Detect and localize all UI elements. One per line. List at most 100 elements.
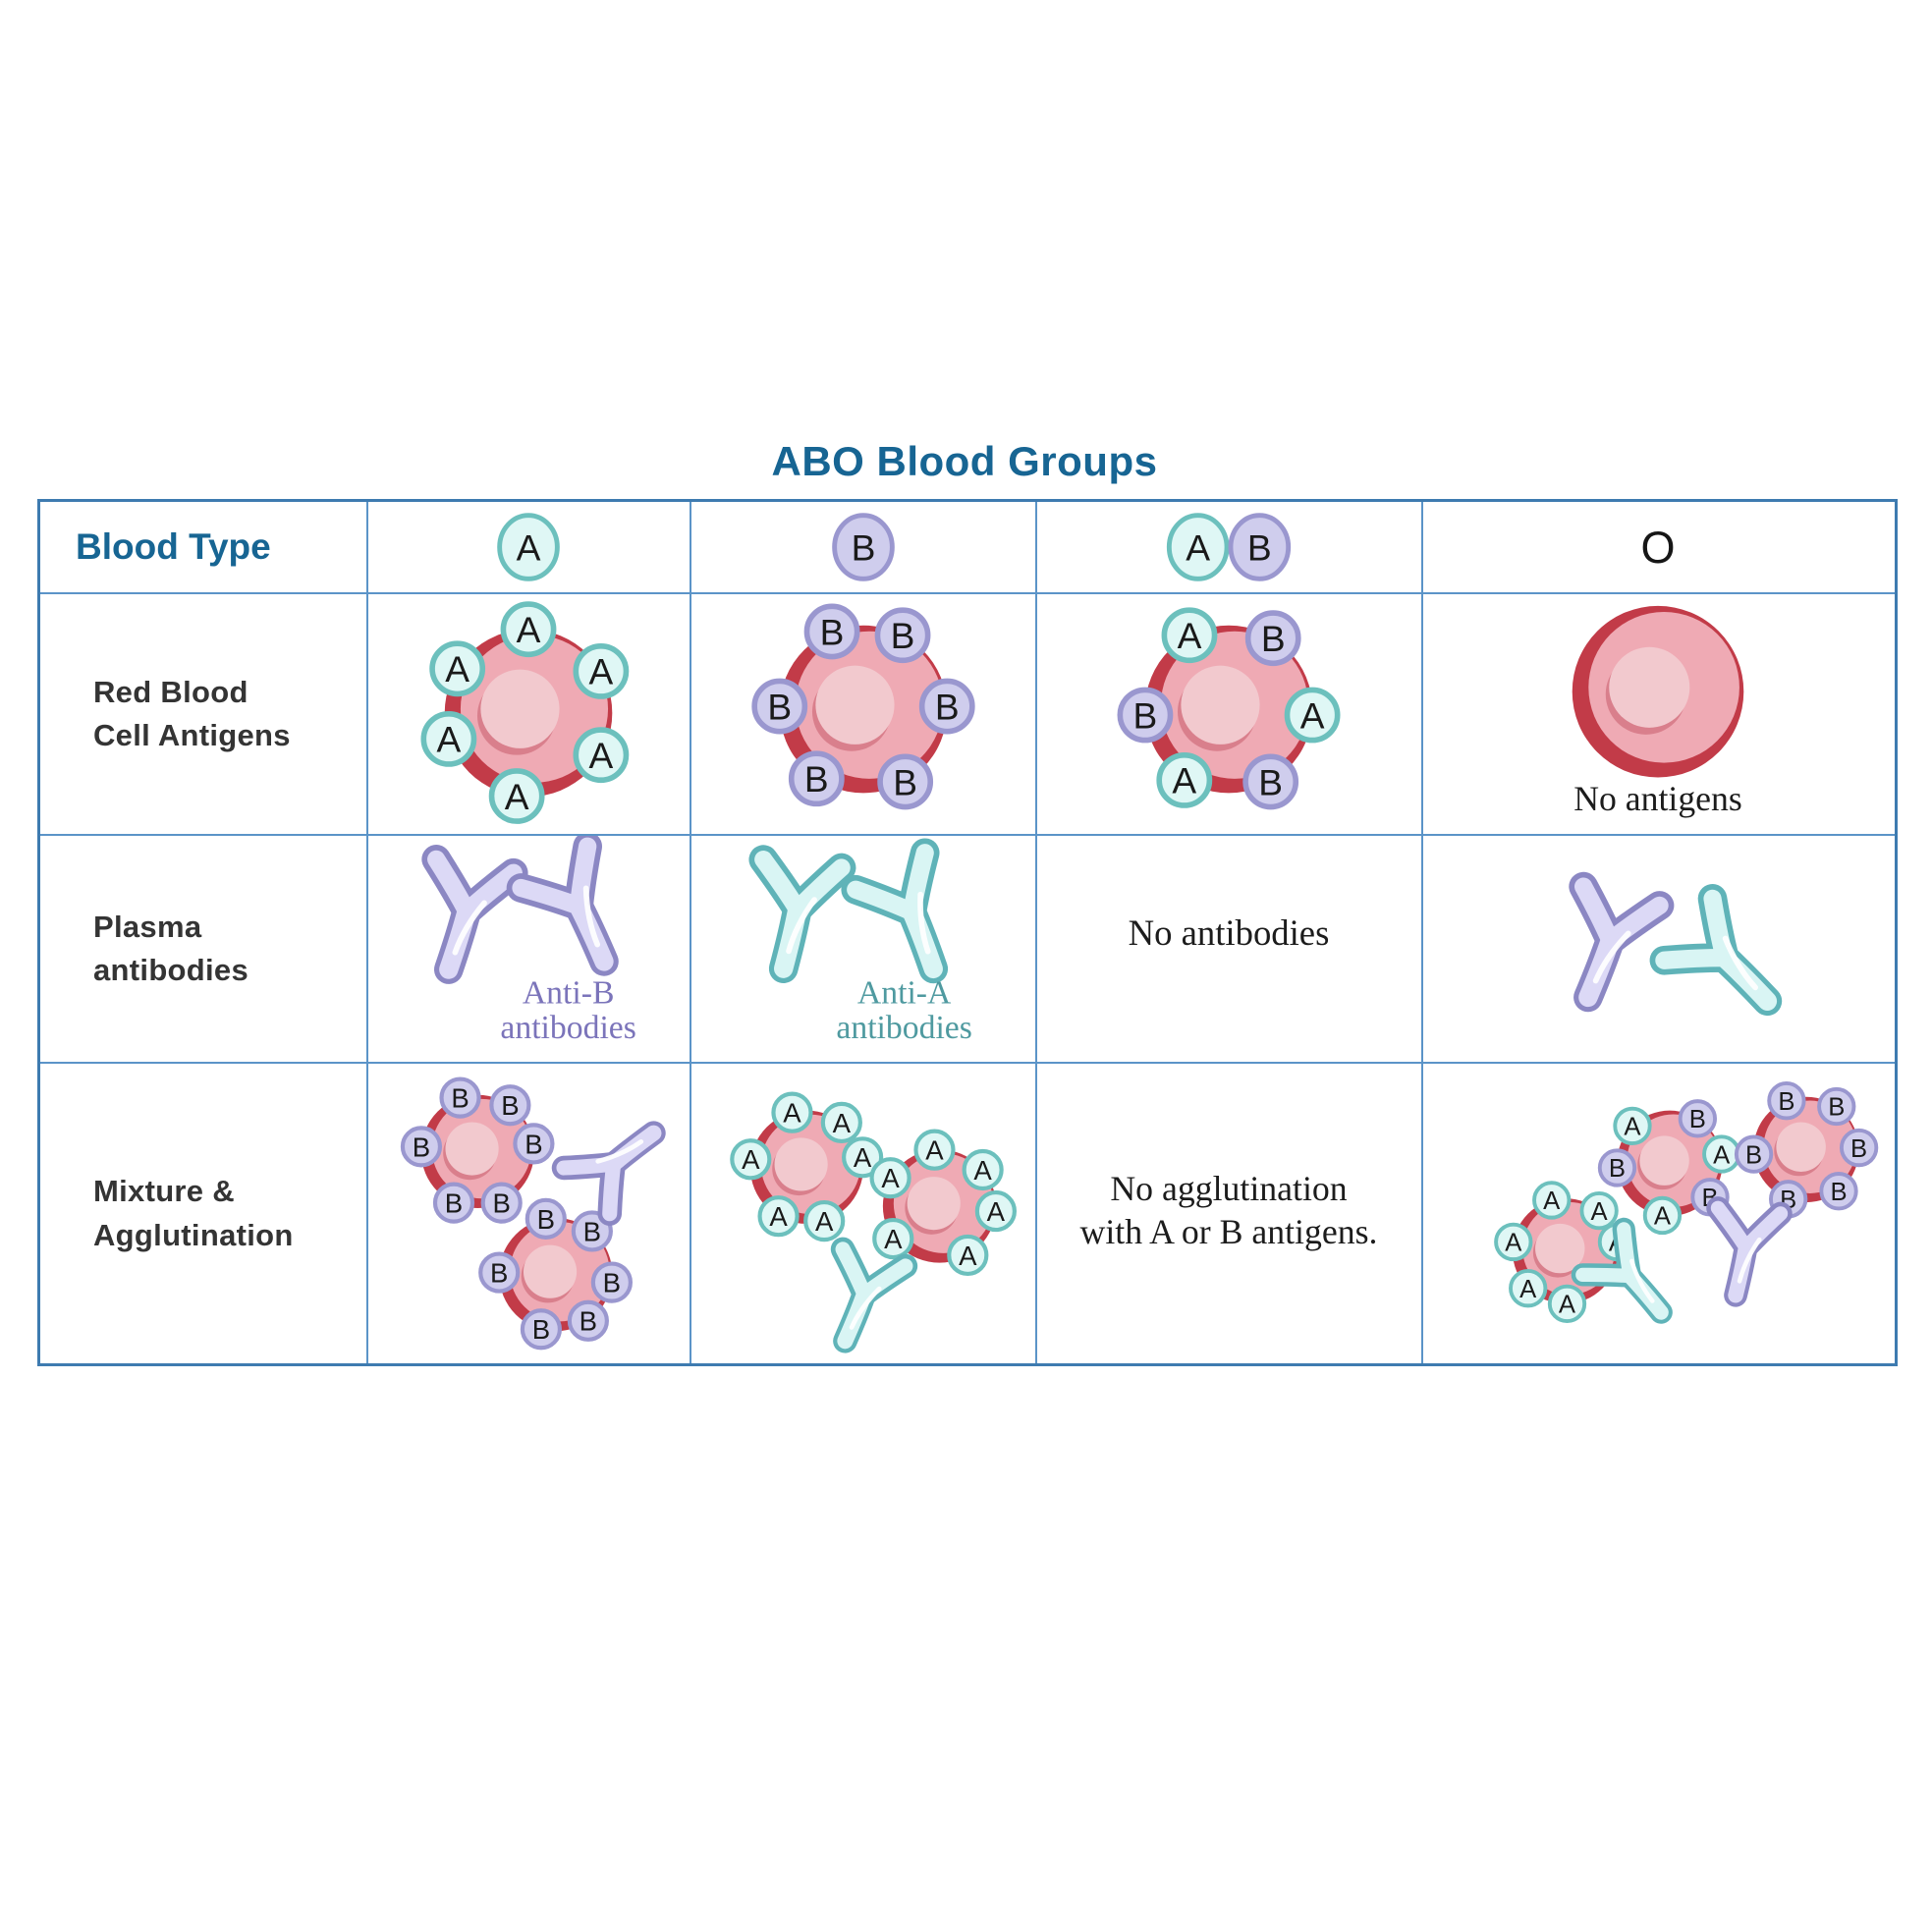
antigen-a-icon: A [420,710,477,767]
anti-a-antibody-icon [830,1237,918,1353]
svg-text:A: A [742,1144,760,1175]
svg-text:A: A [517,526,541,568]
antigen-a-icon: A [573,642,630,699]
header-type-o: O [1423,502,1895,594]
svg-text:B: B [1689,1106,1706,1133]
antigen-a-icon: A [1532,1181,1572,1220]
svg-text:B: B [490,1257,508,1288]
svg-text:A: A [589,651,614,692]
cell-illustration: B [832,513,895,581]
caption-text: No antibodies [1129,912,1330,953]
antigen-a-icon: A [869,1157,911,1199]
antigen-b-icon: B [513,1123,555,1165]
antigen-a-icon: A [1547,1284,1587,1324]
svg-text:B: B [451,1083,469,1114]
svg-text:B: B [583,1216,601,1246]
svg-text:A: A [769,1201,788,1232]
svg-text:B: B [1133,694,1158,736]
cell-illustration [1569,871,1783,1017]
svg-text:B: B [1850,1135,1867,1163]
antigen-b-icon: B [803,603,860,660]
antigen-b-icon: B [439,1076,481,1119]
cell-antigens-type-o: No antigens [1423,594,1895,836]
page-title: ABO Blood Groups [771,438,1158,484]
svg-text:B: B [580,1306,597,1337]
caption-text: with A or B antigens. [1080,1212,1378,1251]
red-blood-cell-icon [1144,625,1313,794]
antigen-b-icon: B [1734,1134,1774,1174]
row-label-line: Cell Antigens [93,718,291,752]
caption-text: antibodies [500,1010,635,1046]
antigen-b-icon: B [1597,1148,1637,1187]
antigen-b-icon: B [400,1126,443,1168]
svg-text:A: A [437,719,462,760]
antigen-a-icon: A [1494,1222,1533,1262]
antigen-a-icon: A [1642,1195,1683,1236]
caption-text: No antigens [1573,779,1741,818]
row-label-line: Mixture & [93,1174,235,1209]
antigen-b-icon: B [751,678,808,735]
svg-text:B: B [820,611,845,652]
svg-text:A: A [1624,1114,1641,1141]
svg-text:A: A [1713,1141,1731,1169]
blood-type-a-badge: A [497,513,560,581]
antigen-a-icon: A [1284,687,1341,744]
svg-text:B: B [603,1268,621,1298]
antigen-b-icon: B [877,753,934,810]
svg-text:A: A [517,609,541,650]
antigen-b-icon: B [432,1182,475,1224]
cell-illustration: No antigens [1572,605,1744,818]
antigen-b-icon: B [590,1261,633,1303]
antigen-b-icon: B [489,1084,531,1127]
svg-text:A: A [1591,1198,1609,1226]
svg-text:B: B [891,615,915,656]
svg-text:B: B [537,1204,555,1235]
caption-text: Anti-B [523,975,615,1012]
red-blood-cell-icon [779,625,948,794]
anti-b-antibody-icon [421,845,528,984]
antigen-b-icon: B [1817,1086,1856,1127]
antigen-b-icon: B [571,1210,613,1252]
svg-text:B: B [852,526,876,568]
antigen-a-icon: A [1509,1269,1548,1308]
svg-text:A: A [1178,615,1202,656]
anti-a-antibody-icon [748,845,856,983]
svg-text:B: B [1778,1088,1794,1116]
antigen-b-icon: B [1767,1081,1806,1121]
svg-text:B: B [493,1188,511,1219]
antigen-b-icon: B [918,678,975,735]
antigen-b-icon: B [480,1182,523,1224]
anti-a-antibody-icon [841,838,949,984]
svg-text:A: A [1186,526,1210,568]
antigen-b-icon: B [524,1197,567,1240]
anti-b-antibody-icon [506,836,619,976]
caption-text: Anti-A [857,975,952,1012]
antigen-a-icon: A [771,1091,813,1133]
anti-b-antibody-icon [551,1121,666,1227]
row-label-line: Plasma [93,909,202,944]
antigen-b-icon: B [1819,1172,1858,1211]
caption-text: antibodies [836,1010,971,1046]
blood-type-b-badge: B [832,513,895,581]
header-type-b: B [691,502,1037,594]
svg-text:B: B [1745,1141,1762,1169]
svg-text:A: A [959,1241,977,1271]
svg-text:A: A [783,1098,801,1129]
antigen-a-icon: A [757,1195,800,1238]
antigen-a-icon: A [1579,1190,1619,1231]
blood-type-a-badge: A [1166,513,1230,581]
anti-b-antibody-icon [1569,871,1675,1013]
antigen-a-icon: A [1613,1106,1652,1146]
antigen-a-icon: A [842,1136,884,1179]
